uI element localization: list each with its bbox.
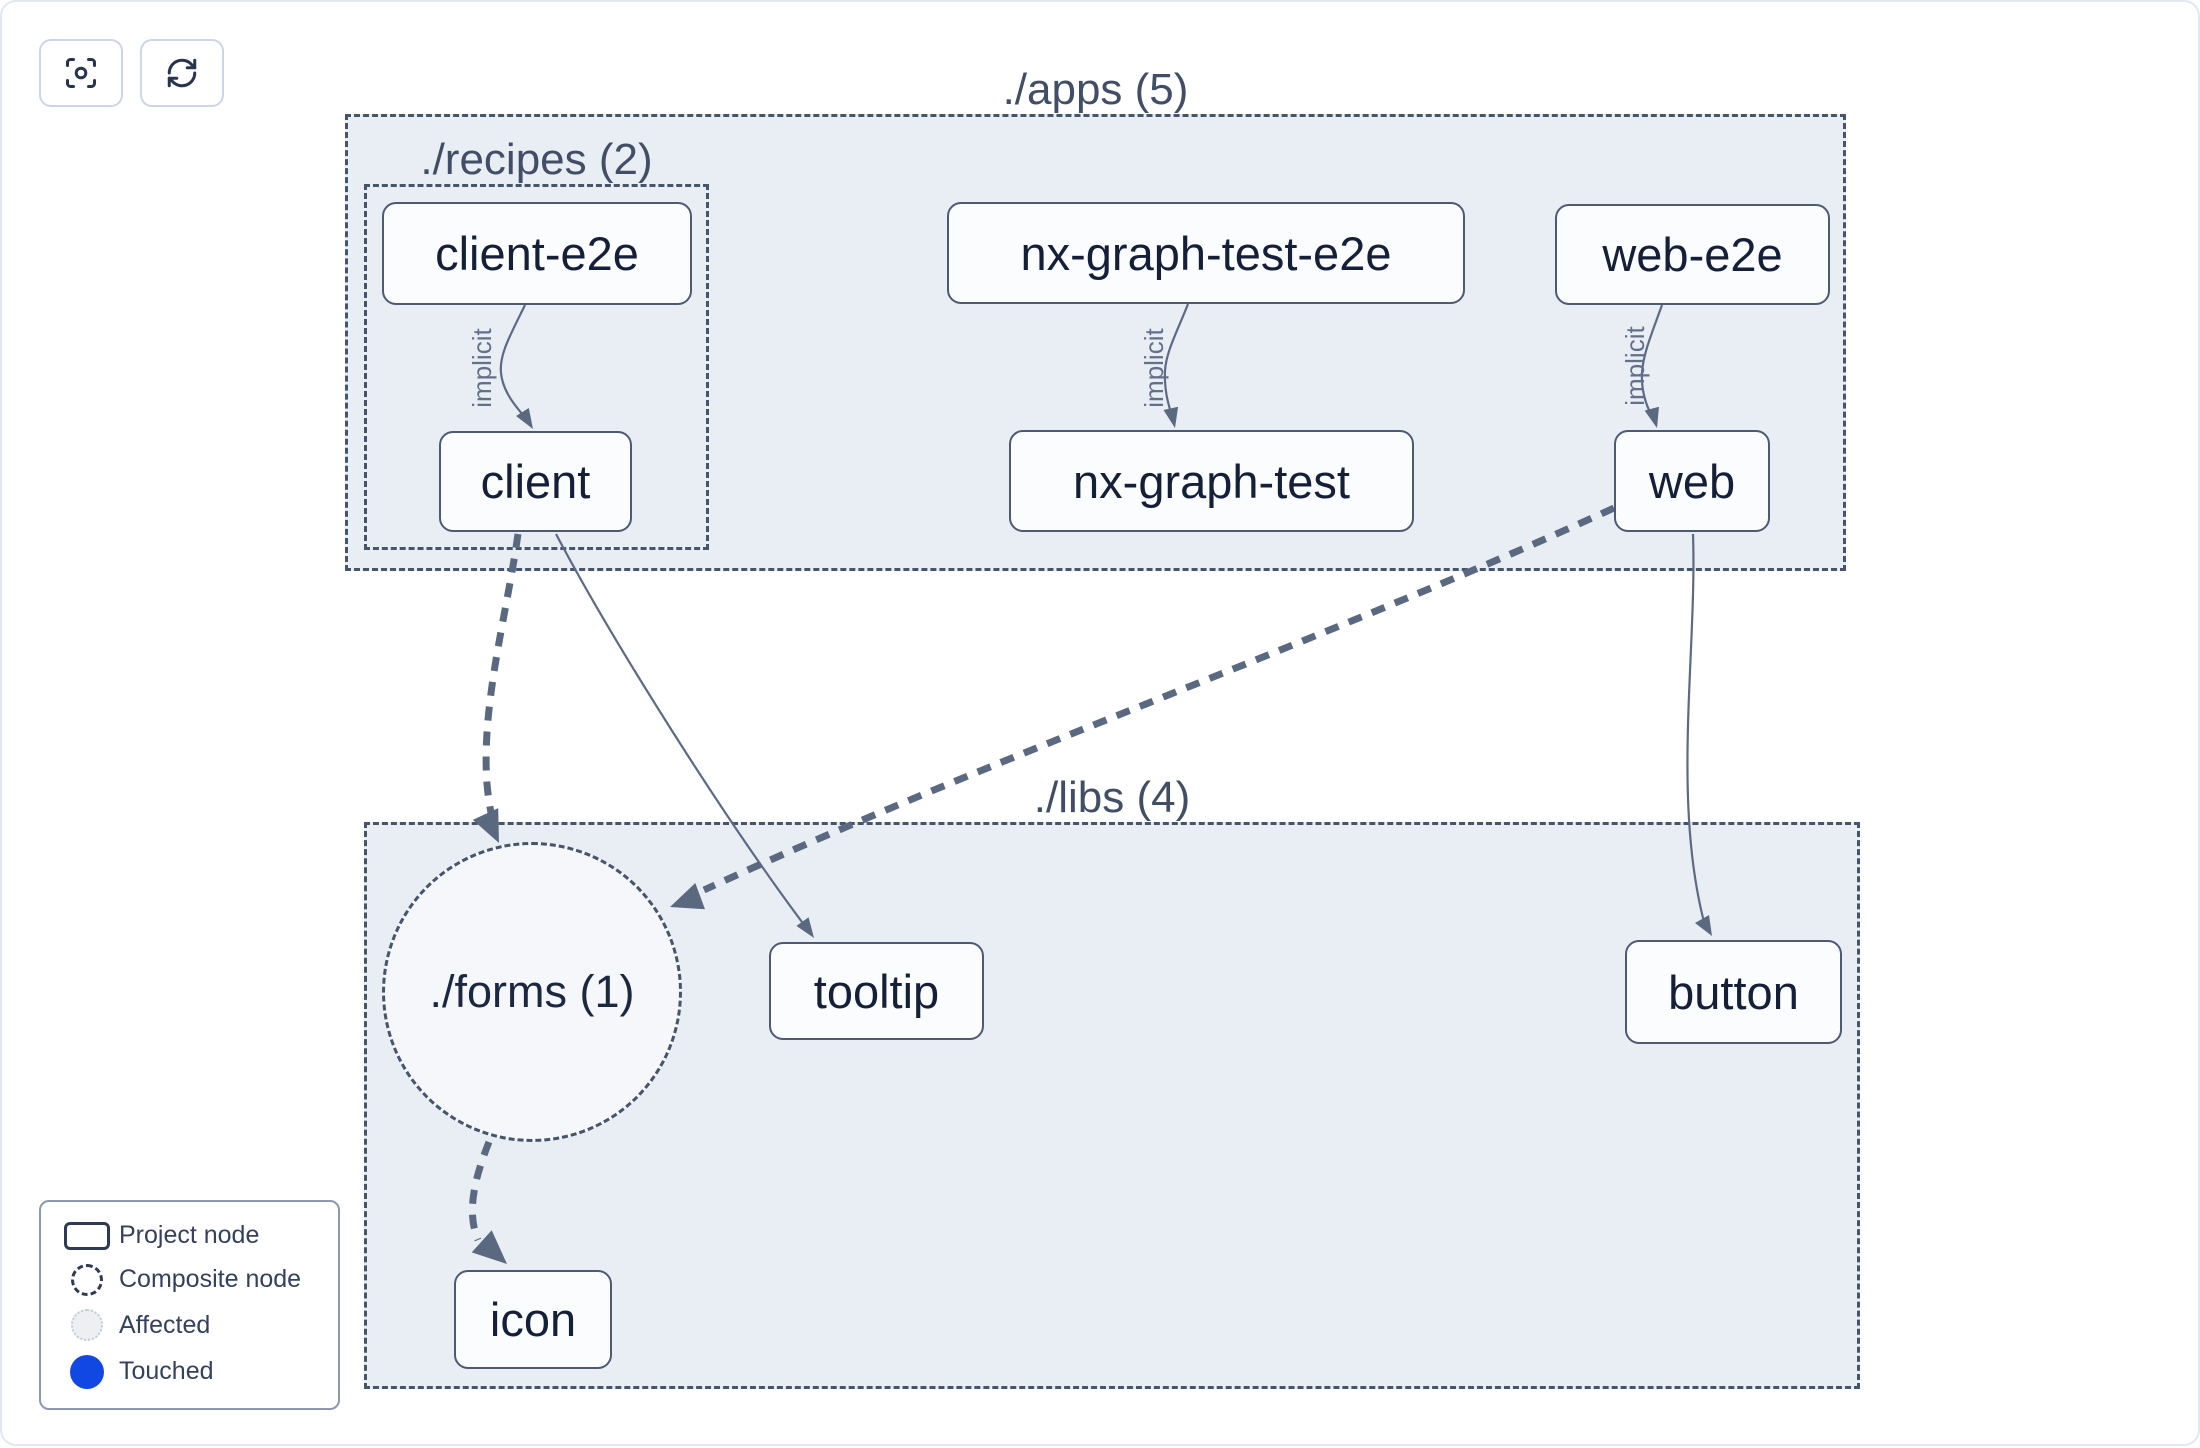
- node-client[interactable]: client: [439, 431, 632, 532]
- node-web-e2e[interactable]: web-e2e: [1555, 204, 1830, 305]
- legend-item-touched: Touched: [41, 1354, 338, 1389]
- edge-client-to-forms-line: [482, 533, 522, 819]
- affected-swatch-icon: [55, 1309, 119, 1342]
- touched-swatch-icon: [55, 1354, 119, 1389]
- project-node-swatch-icon: [55, 1221, 119, 1250]
- composite-node-swatch-icon: [55, 1263, 119, 1296]
- node-nx-graph-test-e2e[interactable]: nx-graph-test-e2e: [947, 202, 1465, 304]
- legend-label: Composite node: [119, 1265, 302, 1294]
- group-libs-title: ./libs (4): [1033, 773, 1191, 822]
- legend-label: Touched: [119, 1357, 214, 1386]
- composite-node-forms[interactable]: ./forms (1): [382, 842, 682, 1142]
- node-button[interactable]: button: [1625, 940, 1842, 1044]
- legend-item-composite-node: Composite node: [41, 1263, 338, 1296]
- focus-icon: [66, 58, 96, 88]
- legend: Project node Composite node Affected Tou…: [39, 1200, 340, 1410]
- focus-button[interactable]: [39, 39, 123, 107]
- composite-node-forms-label: ./forms (1): [429, 966, 635, 1017]
- node-client-e2e[interactable]: client-e2e: [382, 202, 692, 305]
- legend-label: Project node: [119, 1221, 260, 1250]
- edge-client-to-forms: [472, 533, 522, 843]
- node-nx-graph-test[interactable]: nx-graph-test: [1009, 430, 1414, 532]
- legend-item-project-node: Project node: [41, 1221, 338, 1250]
- legend-label: Affected: [119, 1310, 211, 1339]
- refresh-button[interactable]: [140, 39, 224, 107]
- group-apps-title: ./apps (5): [1002, 65, 1189, 114]
- legend-item-affected: Affected: [41, 1309, 338, 1342]
- node-web[interactable]: web: [1614, 430, 1770, 532]
- node-tooltip[interactable]: tooltip: [769, 942, 984, 1040]
- refresh-icon: [167, 58, 197, 88]
- node-icon[interactable]: icon: [454, 1270, 612, 1369]
